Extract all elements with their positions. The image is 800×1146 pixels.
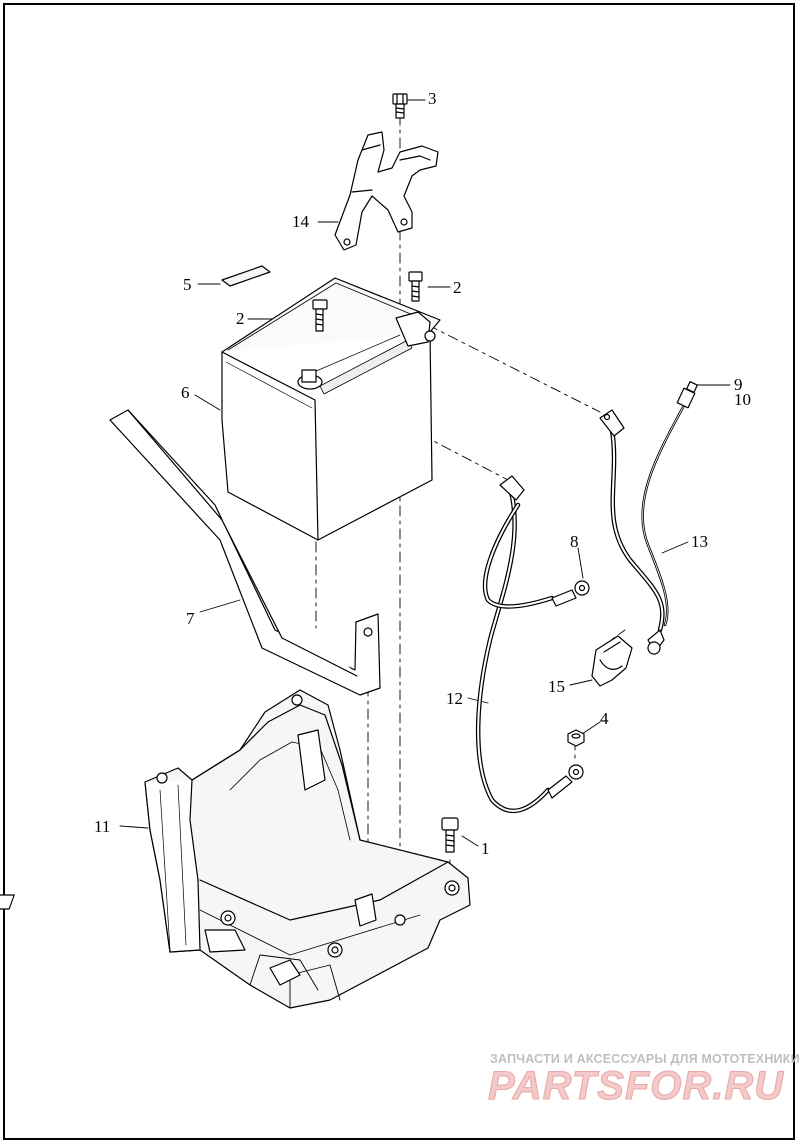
part-11-battery-tray — [0, 689, 471, 1009]
part-2-bolt-upper — [408, 271, 423, 302]
callout-3: 3 — [428, 89, 437, 108]
part-1-bolt — [441, 817, 459, 853]
part-15-terminal-boot — [591, 635, 633, 687]
diagram-frame — [3, 3, 795, 1140]
callout-12: 12 — [446, 689, 463, 708]
watermark-logo: PARTSFOR.RU — [487, 1064, 785, 1109]
callout-11: 11 — [94, 817, 111, 836]
callout-2-upper: 2 — [453, 278, 462, 297]
callout-7: 7 — [186, 609, 195, 628]
part-7-strap — [109, 409, 381, 696]
part-3-bolt — [392, 93, 408, 119]
callout-4: 4 — [600, 709, 609, 728]
part-14-hold-down-bracket — [334, 131, 439, 251]
callout-9: 9 — [734, 375, 743, 394]
callout-5: 5 — [183, 275, 192, 294]
callout-8: 8 — [570, 532, 579, 551]
part-8-branch-cable — [482, 502, 590, 609]
part-12-negative-cable — [475, 475, 584, 813]
callout-14: 14 — [292, 212, 309, 231]
part-2-bolt-lower — [312, 299, 328, 332]
watermark-tagline: ЗАПЧАСТИ И АКСЕССУАРЫ ДЛЯ МОТОТЕХНИКИ — [490, 1052, 800, 1066]
callout-10: 10 — [734, 390, 751, 409]
part-9-10-lead — [641, 381, 698, 627]
callout-13: 13 — [691, 532, 708, 551]
callout-15: 15 — [548, 677, 565, 696]
part-5-label — [221, 265, 271, 287]
part-4-nut — [567, 729, 585, 747]
watermark: ЗАПЧАСТИ И АКСЕССУАРЫ ДЛЯ МОТОТЕХНИКИ PA… — [478, 1050, 799, 1114]
part-13-positive-cable — [599, 409, 665, 655]
callout-2-lower: 2 — [236, 309, 245, 328]
part-6-battery — [221, 277, 441, 541]
callout-6: 6 — [181, 383, 190, 402]
callout-1: 1 — [481, 839, 490, 858]
